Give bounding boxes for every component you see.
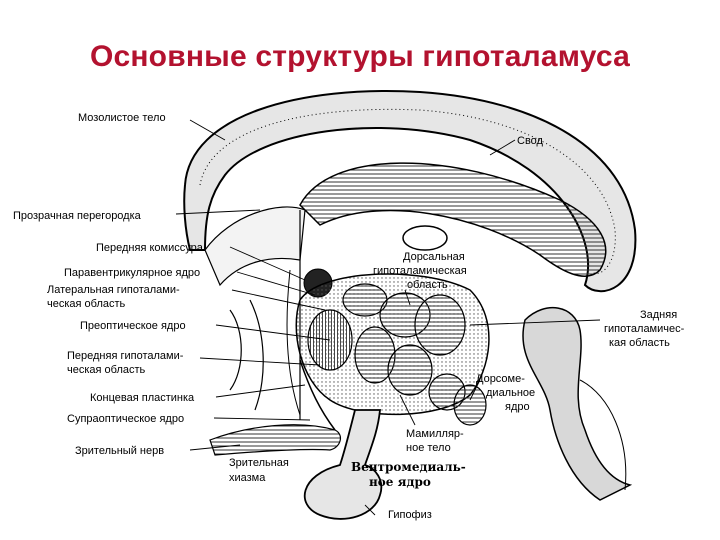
label-ventromedial-2: ное ядро: [369, 475, 431, 489]
label-optic-nerve: Зрительный нерв: [75, 445, 164, 457]
label-paraventricular-nucleus: Паравентрикулярное ядро: [64, 267, 200, 279]
label-lateral-area-2: ческая область: [47, 298, 126, 310]
label-anterior-area-2: ческая область: [67, 364, 146, 376]
label-optic-chiasm-1: Зрительная: [229, 457, 289, 469]
label-anterior-commissure: Передняя комиссура: [96, 242, 204, 254]
pituitary-shape: [303, 409, 383, 520]
label-dorsomedial-3: ядро: [505, 401, 530, 413]
hypothalamus-nuclei: [295, 273, 490, 426]
label-optic-chiasm-2: хиазма: [229, 472, 266, 484]
label-dorsal-area-1: Дорсальная: [403, 251, 465, 263]
label-mammillary-1: Мамилляр-: [406, 428, 464, 440]
label-lateral-area-1: Латеральная гипоталами-: [47, 284, 180, 296]
front-curve-2: [249, 299, 264, 411]
label-pituitary: Гипофиз: [388, 509, 432, 521]
label-dorsal-area-2: гипоталамическая: [373, 265, 467, 277]
brainstem-shape: [522, 306, 633, 501]
septum-shape: [204, 206, 306, 287]
label-posterior-area-3: кая область: [609, 337, 670, 349]
label-anterior-area-1: Передняя гипоталами-: [67, 350, 184, 362]
front-curve-1: [229, 309, 242, 391]
label-dorsal-area-3: область: [407, 279, 448, 291]
label-mammillary-2: ное тело: [406, 442, 451, 454]
label-preoptic-nucleus: Преоптическое ядро: [80, 320, 186, 332]
label-dorsomedial-2: диальное: [486, 387, 535, 399]
label-lamina-terminalis: Концевая пластинка: [90, 392, 195, 404]
page-title: Основные структуры гипоталамуса: [89, 40, 631, 73]
label-posterior-area-1: Задняя: [640, 309, 677, 321]
label-corpus-callosum: Мозолистое тело: [78, 112, 166, 124]
label-posterior-area-2: гипоталамичес-: [604, 323, 685, 335]
label-ventromedial-1: Вентромедиаль-: [351, 460, 466, 474]
label-fornix: Свод: [517, 135, 544, 147]
dorsal-oval-shape: [402, 225, 448, 251]
label-supraoptic-nucleus: Супраоптическое ядро: [67, 413, 184, 425]
optic-chiasm-shape: [209, 424, 342, 456]
lamina-terminalis-line: [299, 359, 336, 431]
label-septum-pellucidum: Прозрачная перегородка: [13, 210, 142, 222]
leader-lines: [175, 119, 601, 516]
fornix-shape: [299, 162, 607, 277]
label-dorsomedial-1: Дорсоме-: [476, 373, 525, 385]
